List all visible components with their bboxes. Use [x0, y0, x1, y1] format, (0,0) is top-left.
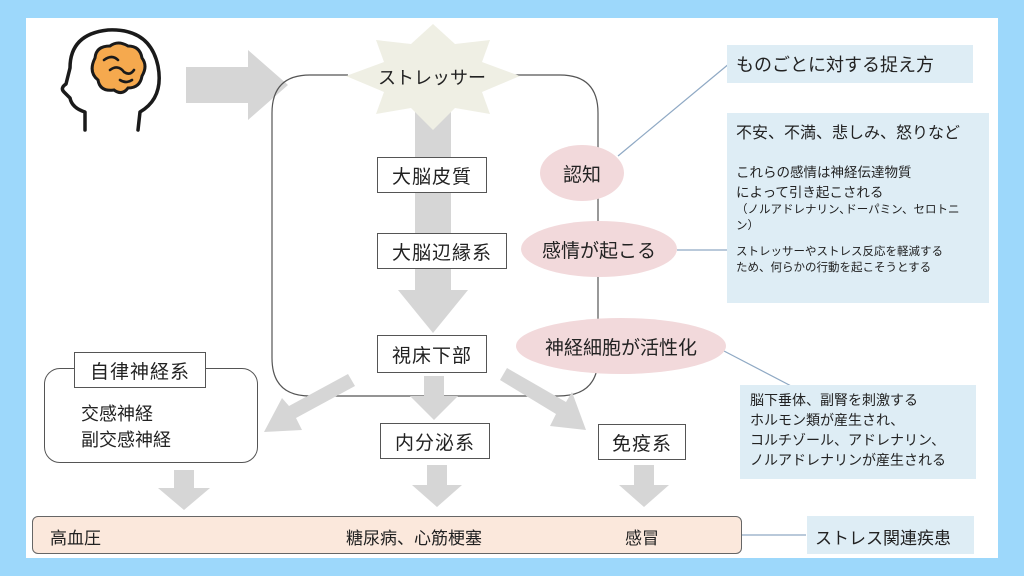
hypothalamus-box: 視床下部	[377, 335, 487, 373]
stressor-star	[346, 24, 520, 130]
cognition-label: 認知	[562, 163, 601, 186]
emotion-note-line3: （ノルアドレナリン､ドーパミン、セロトニ	[736, 202, 960, 216]
cognition-connector	[617, 62, 731, 157]
immune-down-arrow	[619, 465, 669, 507]
hormone-note-line3: コルチゾール、アドレナリン、	[750, 433, 946, 449]
hormone-note-line1: 脳下垂体、副腎を刺激する	[750, 393, 918, 409]
emotion-label: 感情が起こる	[541, 239, 656, 262]
emotion-note-line1: これらの感情は神経伝達物質	[736, 165, 912, 181]
emotion-note: 不安、不満、悲しみ、怒りなど これらの感情は神経伝達物質 によって引き起こされる…	[727, 113, 989, 303]
neuron-activation-ellipse: 神経細胞が活性化	[516, 318, 726, 374]
immune-system-box: 免疫系	[598, 424, 686, 460]
endocrine-system-box: 内分泌系	[380, 423, 490, 459]
to-autonomic-arrow	[264, 374, 355, 432]
cognition-note: ものごとに対する捉え方	[727, 45, 973, 83]
neuron-activation-label: 神経細胞が活性化	[544, 336, 697, 359]
emotion-note-line5: ストレッサーやストレス反応を軽減する	[736, 244, 943, 258]
endocrine-down-arrow	[412, 465, 462, 507]
emotion-note-title: 不安、不満、悲しみ、怒りなど	[736, 123, 961, 142]
shaft-arrowhead	[398, 290, 468, 333]
autonomic-system-title: 自律神経系	[74, 352, 206, 388]
cognition-ellipse: 認知	[540, 145, 624, 201]
disease-cold: 感冒	[625, 529, 659, 549]
stress-related-disease-label: ストレス関連疾患	[807, 516, 974, 554]
head-with-brain-icon	[60, 28, 161, 132]
emotion-note-line2: によって引き起こされる	[736, 185, 884, 201]
hormone-note: 脳下垂体、副腎を刺激する ホルモン類が産生され、 コルチゾール、アドレナリン、 …	[740, 385, 976, 479]
to-immune-arrow	[500, 368, 586, 430]
cognition-note-text: ものごとに対する捉え方	[736, 55, 934, 76]
emotion-note-line4: ン）	[736, 218, 759, 232]
stressor-label: ストレッサー	[378, 68, 486, 89]
to-endocrine-arrow	[410, 376, 458, 420]
disease-diabetes-mi: 糖尿病、心筋梗塞	[346, 529, 482, 549]
neuron-connector	[723, 350, 796, 389]
limbic-system-box: 大脳辺縁系	[377, 233, 507, 269]
sympathetic-nerve-label: 交感神経	[81, 404, 153, 425]
autonomic-down-arrow	[158, 470, 210, 510]
central-shaft	[415, 110, 451, 300]
emotion-ellipse: 感情が起こる	[521, 221, 677, 277]
hormone-note-line4: ノルアドレナリンが産生される	[750, 453, 946, 469]
stress-related-disease-text: ストレス関連疾患	[815, 529, 951, 549]
disease-bar	[32, 516, 742, 554]
hormone-note-line2: ホルモン類が産生され、	[750, 413, 905, 429]
emotion-note-line6: ため、何らかの行動を起こそうとする	[736, 260, 932, 274]
parasympathetic-nerve-label: 副交感神経	[81, 430, 171, 451]
cerebral-cortex-box: 大脳皮質	[377, 157, 487, 193]
head-to-stressor-arrow	[186, 50, 288, 120]
disease-hypertension: 高血圧	[50, 529, 101, 549]
